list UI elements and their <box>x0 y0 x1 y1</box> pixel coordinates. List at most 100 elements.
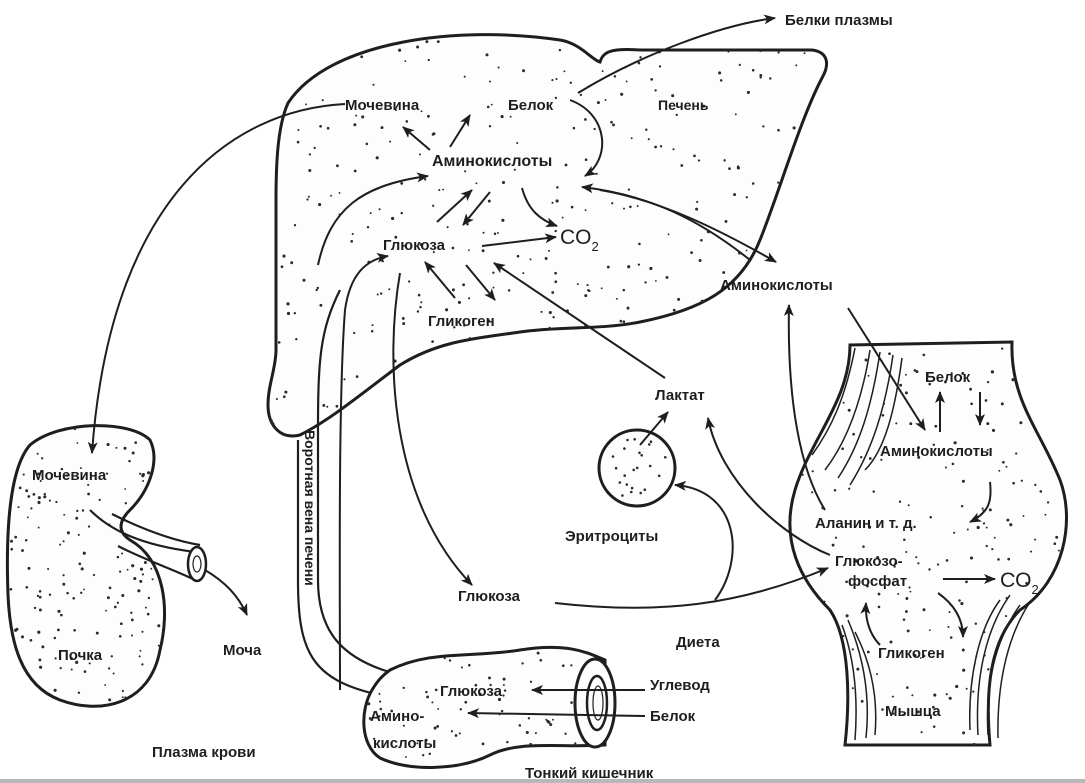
stipple-dot <box>697 159 701 162</box>
stipple-dot <box>133 576 137 581</box>
stipple-dot <box>1022 514 1025 517</box>
stipple-dot <box>509 115 512 118</box>
stipple-dot <box>95 631 99 635</box>
stipple-dot <box>282 254 286 258</box>
stipple-dot <box>72 597 75 600</box>
stipple-dot <box>923 654 926 658</box>
intestine-organ-label: Тонкий кишечник <box>525 765 654 782</box>
stipple-dot <box>1015 452 1018 455</box>
stipple-dot <box>638 242 641 246</box>
stipple-dot <box>416 45 420 49</box>
stipple-dot <box>891 695 894 698</box>
stipple-dot <box>944 466 947 469</box>
stipple-dot <box>962 668 966 672</box>
stipple-dot <box>621 494 624 497</box>
stipple-dot <box>527 717 531 720</box>
stipple-dot <box>936 563 940 566</box>
stipple-dot <box>147 471 151 475</box>
stipple-dot <box>898 500 902 503</box>
stipple-dot <box>416 310 420 313</box>
muscle-fibres-bottom <box>841 594 1031 741</box>
stipple-dot <box>27 495 31 498</box>
stipple-dot <box>862 545 865 548</box>
stipple-dot <box>489 683 492 687</box>
stipple-dot <box>493 232 497 236</box>
stipple-dot <box>419 243 423 247</box>
stipple-dot <box>326 405 329 408</box>
stipple-dot <box>554 96 558 100</box>
stipple-dot <box>987 668 990 671</box>
stipple-dot <box>522 272 525 275</box>
stipple-dot <box>811 491 814 494</box>
stipple-dot <box>521 662 524 665</box>
stipple-dot <box>475 182 478 185</box>
stipple-dot <box>584 294 588 298</box>
stipple-dot <box>70 668 73 671</box>
stipple-dot <box>623 447 626 450</box>
stipple-dot <box>626 438 629 442</box>
stipple-dot <box>157 624 161 628</box>
liver-co2-label: CO2 <box>560 226 599 254</box>
stipple-dot <box>83 588 85 591</box>
urine-label: Моча <box>223 642 262 659</box>
stipple-dot <box>950 372 953 375</box>
stipple-dot <box>622 288 626 292</box>
stipple-dot <box>355 375 359 378</box>
stipple-dot <box>586 284 589 287</box>
stipple-dot <box>33 606 37 610</box>
stipple-dot <box>639 491 642 495</box>
stipple-dot <box>655 280 657 282</box>
stipple-dot <box>485 53 489 57</box>
erythrocyte-cell <box>597 428 677 508</box>
stipple-dot <box>270 419 273 422</box>
muscle <box>788 340 1068 747</box>
stipple-dot <box>405 120 409 123</box>
stipple-dot <box>39 479 42 483</box>
stipple-dot <box>431 340 434 343</box>
stipple-dot <box>558 48 562 52</box>
stipple-dot <box>112 672 115 675</box>
stipple-dot <box>600 287 603 290</box>
stipple-dot <box>648 443 651 446</box>
stipple-dot <box>633 438 636 441</box>
stipple-dot <box>551 79 554 82</box>
stipple-dot <box>630 137 633 140</box>
stipple-dot <box>402 322 406 326</box>
stipple-dot <box>627 265 631 269</box>
stipple-dot <box>561 664 565 668</box>
stipple-dot <box>981 507 984 510</box>
stipple-dot <box>353 123 357 127</box>
stipple-dot <box>25 489 29 493</box>
stipple-dot <box>612 123 615 127</box>
stipple-dot <box>297 128 300 132</box>
stipple-dot <box>751 182 755 185</box>
stipple-dot <box>654 145 657 149</box>
muscle-fibres-top <box>811 347 903 486</box>
stipple-dot <box>1000 402 1004 406</box>
stipple-dot <box>404 756 407 758</box>
stipple-dot <box>1025 581 1028 585</box>
stipple-dot <box>481 742 485 746</box>
liver <box>266 33 829 438</box>
stipple-dot <box>934 424 938 428</box>
stipple-dot <box>121 696 124 699</box>
stipple-dot <box>623 207 625 210</box>
stipple-dot <box>139 567 144 571</box>
stipple-dot <box>958 599 961 602</box>
stipple-dot <box>928 629 931 632</box>
stipple-dot <box>632 468 635 472</box>
stipple-dot <box>986 380 990 384</box>
stipple-dot <box>319 303 323 307</box>
stipple-dot <box>336 164 339 168</box>
stipple-dot <box>488 80 492 83</box>
arrow-urea-to-kidney <box>87 103 346 454</box>
arrow-plasma-glucose-to-muscle <box>554 567 829 609</box>
stipple-dot <box>428 752 432 756</box>
stipple-dot <box>644 281 647 284</box>
stipple-dot <box>500 115 504 119</box>
stipple-dot <box>130 611 133 614</box>
arrow-glycogen-to-glucose <box>424 261 456 299</box>
stipple-dot <box>43 492 46 496</box>
stipple-dot <box>595 172 598 175</box>
stipple-dot <box>286 302 290 306</box>
